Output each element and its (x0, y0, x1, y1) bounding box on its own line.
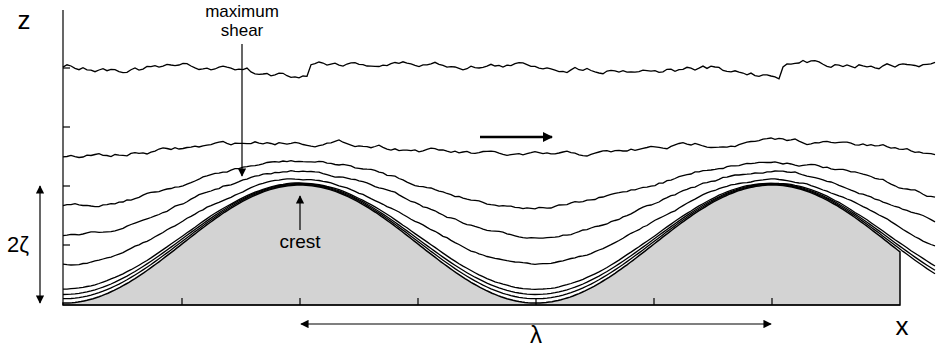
streamline (63, 161, 935, 209)
callout-label: crest (279, 232, 320, 253)
streamline (63, 179, 935, 265)
axis-label: z (18, 6, 31, 35)
max-shear-leader (241, 44, 242, 176)
streamline (63, 61, 935, 79)
crest-leader (299, 196, 300, 230)
axis-label: x (896, 312, 909, 341)
amplitude-dimension (39, 186, 40, 303)
streamlines (63, 61, 935, 299)
streamline (63, 138, 935, 158)
axes (63, 10, 900, 305)
dimension-label: 2ζ (7, 233, 29, 257)
sinusoidal-bed (63, 185, 900, 305)
flow-arrow (480, 136, 552, 139)
streamline (63, 183, 935, 289)
streamline (63, 184, 935, 298)
dimension-label: λ (530, 322, 542, 348)
streamline (63, 184, 935, 295)
callout-label: maximum shear (202, 3, 282, 40)
